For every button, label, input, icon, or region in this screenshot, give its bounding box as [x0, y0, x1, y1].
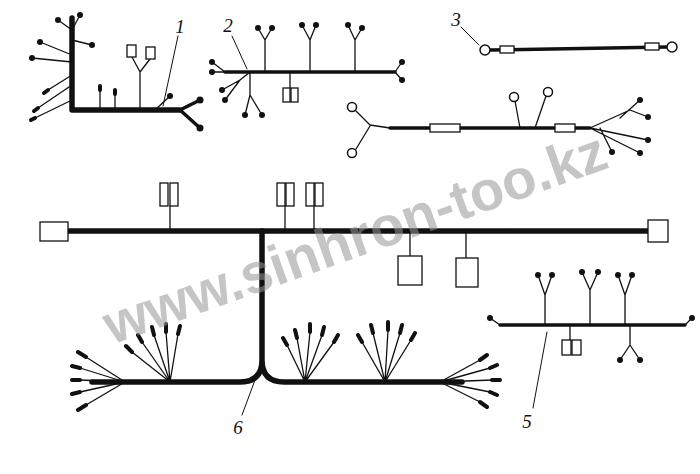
harness-5	[487, 269, 695, 408]
watermark: www.sinhron-too.kz	[96, 123, 614, 354]
callout-number: 1	[175, 17, 185, 36]
harness-2	[209, 22, 405, 118]
callout-number: 5	[522, 412, 532, 431]
callout-number: 6	[233, 418, 243, 437]
callout-number: 2	[223, 16, 233, 35]
harness-3	[461, 27, 677, 55]
callout-number: 3	[451, 10, 461, 29]
harness-1	[29, 12, 204, 132]
harness-4	[348, 88, 652, 158]
